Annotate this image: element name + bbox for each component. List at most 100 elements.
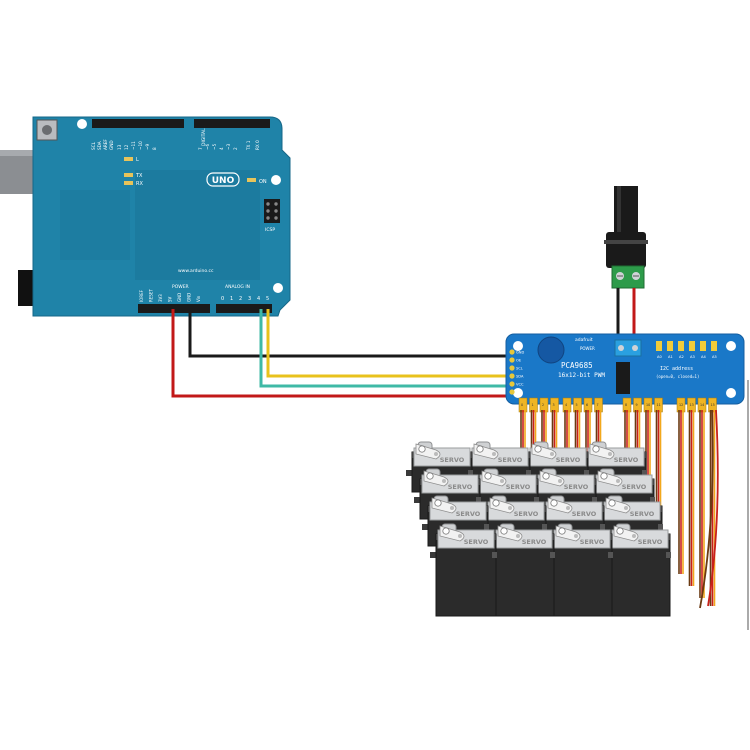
servo-label: SERVO [522,538,547,546]
servo-motor: SERVO [430,523,497,617]
servo-cable-loop [699,409,714,609]
servo-label: SERVO [498,456,523,464]
channel-label: 11 [657,403,661,407]
digital-pin-label: 7 [198,147,203,150]
led-rx-label: RX [136,181,143,187]
analog-pin-label: 3 [248,296,251,302]
capacitor [537,336,565,364]
driver-pin-label: V+ [516,391,521,395]
icsp-label: ICSP [265,227,275,233]
digital-pin-label: 8 [152,147,157,150]
channel-label: 8 [625,403,627,407]
channel-label: 1 [532,403,534,407]
power-header [138,304,210,313]
power-label: POWER [172,284,189,290]
mount-hole [273,283,283,293]
driver-mount-hole [726,388,736,398]
uno-logo-box [206,172,240,187]
analog-pin-label: 0 [221,296,224,302]
digital-pin-label: RX 0 [255,140,260,150]
channel-label: 0 [521,403,523,407]
servo-motor: SERVO [406,441,473,493]
digital-pin-label: 2 [233,147,238,150]
driver-pin [509,357,515,363]
digital-pin-label: ~11 [131,141,136,150]
analog-pin-label: 4 [257,296,260,302]
channel-label: 4 [565,403,567,407]
servo-motor: SERVO [604,523,671,617]
channel-label: 13 [690,403,694,407]
digital-pin-label: 4 [219,147,224,150]
servo-label: SERVO [564,483,589,491]
address-jumper-pad[interactable] [656,341,662,351]
power-pin-label: Vin [196,295,201,302]
dc-terminal [611,265,645,289]
address-jumper-pad[interactable] [689,341,695,351]
digital-pin-label: ~6 [205,143,210,150]
i2c-hint: (open=0, closed=1) [656,374,699,379]
power-pin-label: RESET [149,289,154,302]
driver-pin [509,365,515,371]
servo-motor: SERVO [488,523,555,617]
digital-pin-label: SCL [91,141,96,150]
servo-label: SERVO [638,538,663,546]
dc-jack-body [606,232,646,268]
mount-hole [77,119,87,129]
digital-pin-label: TX 1 [246,140,251,151]
channel-label: 10 [646,403,650,407]
servo-label: SERVO [514,510,539,518]
analog-label: ANALOG IN [225,284,250,290]
digital-pin-label: ~10 [138,141,143,150]
driver-pin-label: SCL [516,367,523,371]
digital-pin-label: ~5 [212,143,217,150]
address-pin-label: A2 [679,355,684,359]
address-jumper-pad[interactable] [667,341,673,351]
driver-pin-label: SDA [516,375,524,379]
servo-motor: SERVO [546,523,613,617]
driver-pin [509,373,515,379]
address-pin-label: A4 [701,355,706,359]
driver-pin [509,381,515,387]
servo-label: SERVO [448,483,473,491]
digital-header-right [194,119,270,128]
address-jumper-pad[interactable] [700,341,706,351]
dc-power-adapter [604,186,648,342]
driver-pin-label: VCC [516,383,524,387]
servo-label: SERVO [440,456,465,464]
driver-pin [509,349,515,355]
servo-label: SERVO [622,483,647,491]
servo-label: SERVO [614,456,639,464]
analog-header [216,304,272,313]
digital-pin-label: AREF [103,139,108,150]
digital-pin-label: 13 [117,144,122,150]
digital-pin-label: ~9 [145,143,150,150]
pca9685-chip [616,362,630,394]
uno-logo: UNO [212,176,235,186]
digital-pin-label: ~3 [226,143,231,150]
driver-power-label: POWER [580,346,595,351]
wire-vcc [171,309,512,398]
wire-gnd [188,309,512,358]
channel-label: 6 [586,403,588,407]
driver-brand: adafruit [575,337,593,343]
i2c-wires [171,309,512,398]
analog-pin-label: 1 [230,296,233,302]
digital-pin-label: SDA [97,141,102,150]
servo-label: SERVO [464,538,489,546]
analog-pin-label: 5 [266,296,269,302]
led-l [124,157,133,161]
servo-label: SERVO [630,510,655,518]
channel-label: 9 [636,403,638,407]
website-label: www.arduino.cc [178,268,214,274]
digital-header-left [92,119,184,128]
servo-label: SERVO [580,538,605,546]
address-jumper-pad[interactable] [711,341,717,351]
power-pin-label: 5V [168,296,173,302]
address-jumper-pad[interactable] [678,341,684,351]
channel-label: 12 [679,403,683,407]
driver-pin-label: GND [516,351,524,355]
servo-motor: SERVO [414,468,481,520]
servo-cable-loop [707,409,719,607]
